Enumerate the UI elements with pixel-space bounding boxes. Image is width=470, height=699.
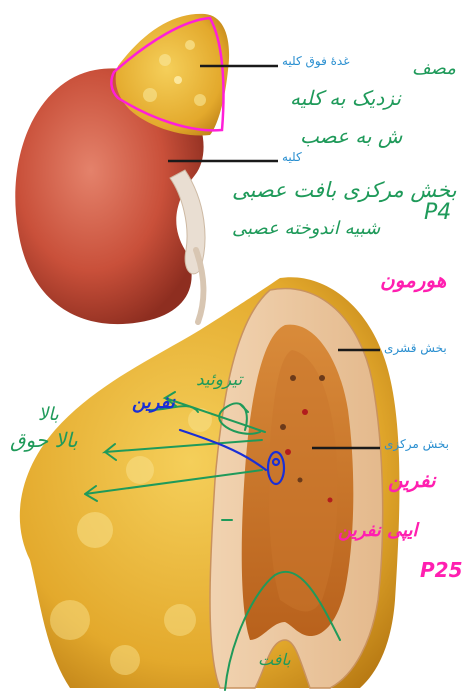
label-kidney: کلیه xyxy=(282,150,302,164)
note-middle-right-2: شبیه اندوخته عصبی xyxy=(232,218,380,239)
note-pink-bottom: ایپی نفرین xyxy=(338,520,417,541)
note-bottom: بافت xyxy=(258,650,291,669)
note-middle-right-1: بخش مرکزی بافت عصبی xyxy=(232,178,457,202)
note-top-right-2: نزدیک به کلیه xyxy=(290,86,401,110)
label-adrenal-gland: غدهٔ فوق کلیه xyxy=(282,54,349,68)
note-left-3: بالا حوق xyxy=(10,428,78,452)
note-left-2: بالا xyxy=(38,404,59,425)
label-medulla: بخش مرکزی xyxy=(384,437,449,451)
note-page-ref-1: P4 xyxy=(424,200,451,225)
note-top-right-3: ش به عصب xyxy=(300,124,402,148)
note-left-1: تیروئید xyxy=(196,370,242,390)
note-pink-cortex: هورمون xyxy=(380,268,446,292)
note-pink-medulla: نفرین xyxy=(388,468,436,492)
adrenal-section-drawing xyxy=(20,277,400,688)
label-cortex: بخش قشری xyxy=(384,341,447,355)
note-pink-page-ref: P25 xyxy=(420,558,463,582)
note-blue: نفرین xyxy=(132,392,175,413)
note-top-right-1: مصف xyxy=(412,58,456,79)
